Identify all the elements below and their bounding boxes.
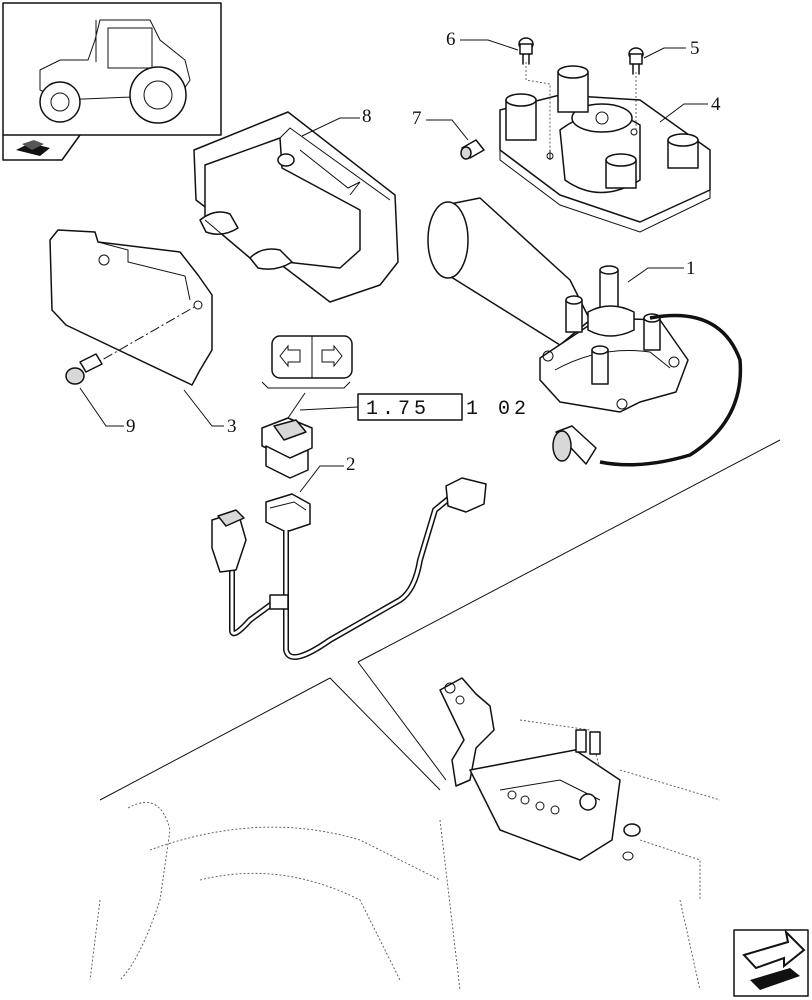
callout-labels: 1 2 3 4 5 6 7 8 9 [126,29,721,475]
callout-1: 1 [686,258,696,279]
callout-7: 7 [412,108,422,129]
switch-part-2 [261,417,313,479]
callout-2: 2 [346,454,356,475]
reference-boxed: 1.75 [366,398,430,421]
tractor-thumbnail-icon [39,19,191,124]
cab-interior-sketch [89,439,781,991]
next-page-arrow-icon [742,928,806,990]
pin-part-7 [460,139,485,160]
bolt-part-5 [628,47,644,130]
screw-part-9 [65,305,197,385]
switch-symbol [261,335,353,419]
callout-3: 3 [227,416,237,437]
reference-rest: 1 02 [466,398,530,421]
bracket-part-4 [499,65,711,233]
wiring-harness [211,477,487,661]
callout-5: 5 [690,38,700,59]
callout-4: 4 [711,94,721,115]
arrow-left-right-icon [279,344,343,368]
book-icon [16,140,50,156]
bolt-part-6 [518,37,551,150]
motor-part-1 [427,197,743,467]
callout-9: 9 [126,416,136,437]
cross-reference[interactable]: 1.75 1 02 [299,393,530,421]
connector-block [265,493,311,533]
callout-6: 6 [446,29,456,50]
tractor-thumbnail [2,2,222,161]
side-panel-part-3 [49,229,213,386]
cover-part-8 [193,111,399,303]
leader-lines [79,39,708,493]
callout-8: 8 [362,106,372,127]
next-page-button[interactable] [733,928,809,997]
